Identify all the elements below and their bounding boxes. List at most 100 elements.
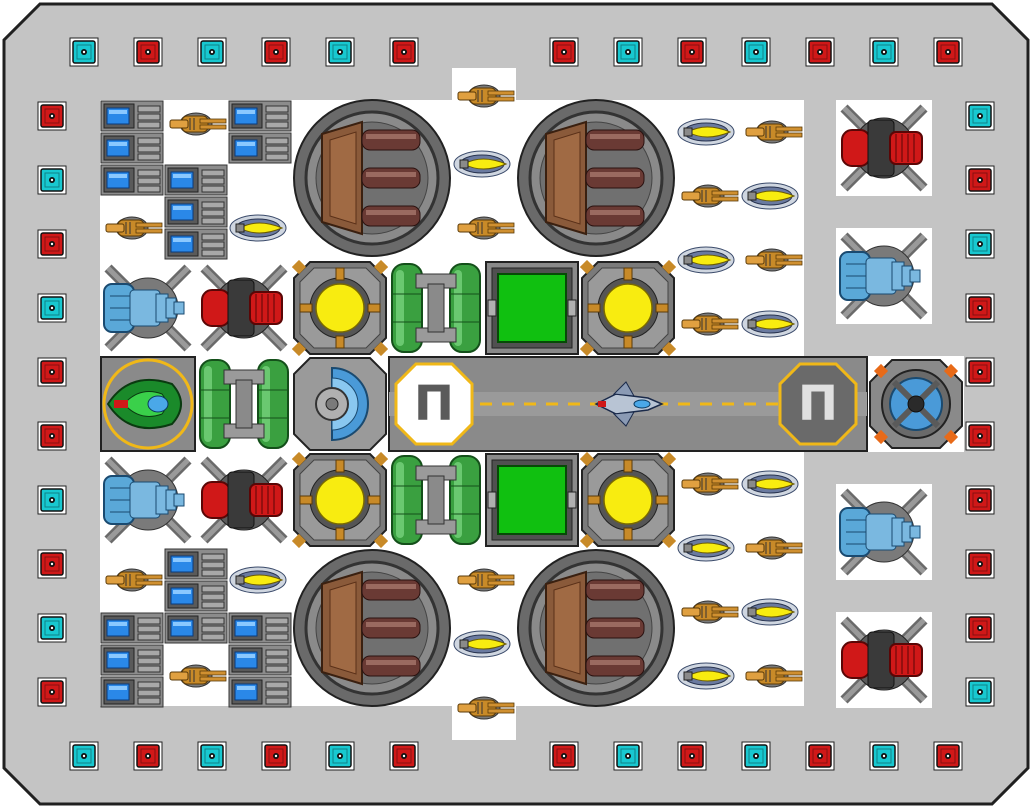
armor-block-cyan-left-7[interactable]	[36, 484, 68, 516]
armor-block-cyan-bottom-10[interactable]	[740, 740, 772, 772]
armor-block-cyan-bottom-8[interactable]	[612, 740, 644, 772]
fuel-tank[interactable]	[388, 452, 484, 548]
armor-block-red-bottom-9[interactable]	[676, 740, 708, 772]
battery-cell[interactable]	[164, 164, 228, 196]
coil-turret[interactable]	[100, 260, 196, 356]
shield-generator[interactable]	[484, 452, 580, 548]
cannon-turret[interactable]	[676, 308, 740, 340]
heavy-turret-large[interactable]	[292, 548, 452, 708]
armor-block-red-top-2[interactable]	[132, 36, 164, 68]
armor-block-red-left-8[interactable]	[36, 548, 68, 580]
coil-turret[interactable]	[836, 228, 932, 324]
battery-cell[interactable]	[164, 612, 228, 644]
battery-cell[interactable]	[164, 580, 228, 612]
cannon-turret[interactable]	[676, 596, 740, 628]
cannon-turret[interactable]	[452, 80, 516, 112]
cannon-turret[interactable]	[740, 244, 804, 276]
armor-block-cyan-bottom-5[interactable]	[324, 740, 356, 772]
armor-block-red-right-2[interactable]	[964, 164, 996, 196]
armor-block-red-top-4[interactable]	[260, 36, 292, 68]
cannon-turret[interactable]	[740, 532, 804, 564]
armor-block-cyan-right-10[interactable]	[964, 676, 996, 708]
coil-turret[interactable]	[100, 452, 196, 548]
armor-block-cyan-top-1[interactable]	[68, 36, 100, 68]
missile-launcher[interactable]	[676, 244, 740, 276]
cannon-turret[interactable]	[676, 468, 740, 500]
armor-block-red-top-11[interactable]	[804, 36, 836, 68]
armor-block-red-right-6[interactable]	[964, 420, 996, 452]
cannon-turret[interactable]	[452, 692, 516, 724]
armor-block-red-bottom-4[interactable]	[260, 740, 292, 772]
missile-launcher[interactable]	[452, 628, 516, 660]
fighter-craft[interactable]	[592, 380, 664, 428]
fuel-tank[interactable]	[388, 260, 484, 356]
reactor-core[interactable]	[292, 452, 388, 548]
armor-block-red-left-1[interactable]	[36, 100, 68, 132]
battery-cell[interactable]	[100, 164, 164, 196]
armor-block-red-bottom-13[interactable]	[932, 740, 964, 772]
armor-block-cyan-left-2[interactable]	[36, 164, 68, 196]
hangar-runway[interactable]	[388, 356, 868, 452]
coil-turret[interactable]	[836, 484, 932, 580]
armor-block-cyan-top-10[interactable]	[740, 36, 772, 68]
missile-launcher[interactable]	[228, 212, 292, 244]
cannon-turret[interactable]	[740, 660, 804, 692]
armor-block-red-top-9[interactable]	[676, 36, 708, 68]
battery-cell[interactable]	[228, 644, 292, 676]
armor-block-cyan-left-4[interactable]	[36, 292, 68, 324]
armor-block-cyan-bottom-3[interactable]	[196, 740, 228, 772]
battery-cell[interactable]	[164, 548, 228, 580]
missile-launcher[interactable]	[740, 468, 804, 500]
battery-cell[interactable]	[100, 100, 164, 132]
cannon-turret[interactable]	[740, 116, 804, 148]
missile-launcher[interactable]	[676, 532, 740, 564]
cannon-turret[interactable]	[676, 180, 740, 212]
armor-block-red-left-5[interactable]	[36, 356, 68, 388]
armor-block-red-left-3[interactable]	[36, 228, 68, 260]
battery-cell[interactable]	[100, 612, 164, 644]
missile-launcher[interactable]	[740, 308, 804, 340]
battery-cell[interactable]	[164, 196, 228, 228]
armor-block-red-right-8[interactable]	[964, 548, 996, 580]
armor-block-red-right-9[interactable]	[964, 612, 996, 644]
reactor-core[interactable]	[292, 260, 388, 356]
battery-cell[interactable]	[100, 132, 164, 164]
missile-launcher[interactable]	[228, 564, 292, 596]
armor-block-red-left-6[interactable]	[36, 420, 68, 452]
missile-launcher[interactable]	[740, 180, 804, 212]
armor-block-cyan-top-3[interactable]	[196, 36, 228, 68]
armor-block-cyan-bottom-1[interactable]	[68, 740, 100, 772]
flak-turret-red[interactable]	[196, 452, 292, 548]
reactor-core[interactable]	[580, 260, 676, 356]
shield-generator[interactable]	[484, 260, 580, 356]
battery-cell[interactable]	[228, 612, 292, 644]
cannon-turret[interactable]	[100, 212, 164, 244]
heavy-turret-large[interactable]	[292, 98, 452, 258]
missile-launcher[interactable]	[676, 660, 740, 692]
reactor-core[interactable]	[580, 452, 676, 548]
armor-block-red-bottom-11[interactable]	[804, 740, 836, 772]
cannon-turret[interactable]	[452, 564, 516, 596]
armor-block-red-right-4[interactable]	[964, 292, 996, 324]
armor-block-red-top-6[interactable]	[388, 36, 420, 68]
cannon-turret[interactable]	[164, 660, 228, 692]
fuel-tank[interactable]	[196, 356, 292, 452]
armor-block-red-bottom-6[interactable]	[388, 740, 420, 772]
armor-block-cyan-left-9[interactable]	[36, 612, 68, 644]
heavy-turret-large[interactable]	[516, 98, 676, 258]
armor-block-cyan-right-3[interactable]	[964, 228, 996, 260]
flak-turret-red[interactable]	[836, 100, 932, 196]
battery-cell[interactable]	[228, 100, 292, 132]
command-pod[interactable]	[100, 356, 196, 452]
armor-block-red-top-7[interactable]	[548, 36, 580, 68]
battery-cell[interactable]	[164, 228, 228, 260]
missile-launcher[interactable]	[676, 116, 740, 148]
armor-block-red-right-7[interactable]	[964, 484, 996, 516]
armor-block-red-bottom-7[interactable]	[548, 740, 580, 772]
armor-block-cyan-bottom-12[interactable]	[868, 740, 900, 772]
flak-turret-red[interactable]	[836, 612, 932, 708]
armor-block-cyan-top-5[interactable]	[324, 36, 356, 68]
armor-block-cyan-top-8[interactable]	[612, 36, 644, 68]
missile-launcher[interactable]	[452, 148, 516, 180]
cannon-turret[interactable]	[100, 564, 164, 596]
